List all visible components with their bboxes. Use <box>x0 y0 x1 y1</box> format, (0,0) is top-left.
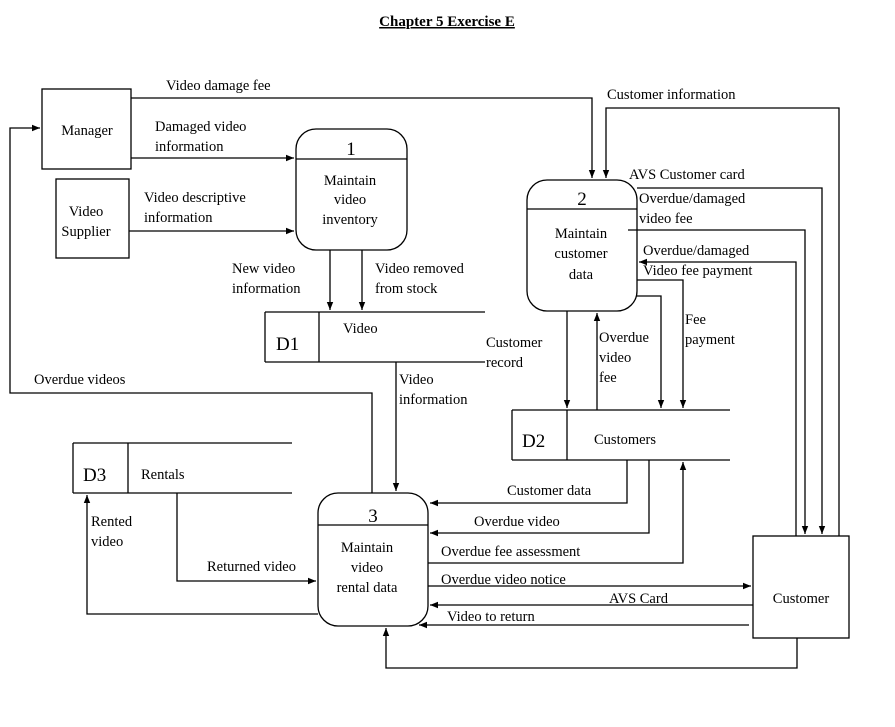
process-1-line-3: inventory <box>322 212 378 228</box>
process-1-line-1: Maintain <box>324 173 377 189</box>
label-overdue-fee-assessment: Overdue fee assessment <box>441 544 580 560</box>
entity-video-supplier-line-2: Supplier <box>61 224 110 240</box>
label-customer-data: Customer data <box>507 483 592 499</box>
label-returned-video: Returned video <box>207 559 296 575</box>
label-fee-payment-customer-2: Video fee payment <box>643 263 752 279</box>
flow-fee-payment-store-line <box>637 279 687 408</box>
label-overdue-videos: Overdue videos <box>34 372 126 388</box>
process-3 <box>317 492 429 627</box>
process-3-number: 3 <box>368 506 378 527</box>
label-fee-payment-customer-1: Overdue/damaged <box>643 243 750 259</box>
label-new-video-2: information <box>232 281 301 297</box>
entity-video-supplier <box>55 178 130 259</box>
flow-customer-return-line <box>382 628 798 669</box>
process-3-line-1: Maintain <box>341 540 394 556</box>
label-video-damage-fee: Video damage fee <box>166 78 271 94</box>
label-video-descriptive-2: information <box>144 210 213 226</box>
flow-customer-data-line <box>430 460 628 507</box>
flow-overdue-damaged-fee-line <box>628 229 809 534</box>
data-store-d3-id: D3 <box>83 465 106 486</box>
process-2 <box>526 179 638 312</box>
process-2-line-1: Maintain <box>555 226 608 242</box>
flow-customer-information-line <box>602 107 840 536</box>
data-store-d1-id: D1 <box>276 334 299 355</box>
label-damaged-video-1: Damaged video <box>155 119 246 135</box>
label-video-to-return: Video to return <box>447 609 535 625</box>
label-video-information-1: Video <box>399 372 434 388</box>
process-1-number: 1 <box>346 139 356 160</box>
label-damaged-video-2: information <box>155 139 224 155</box>
flow-rented-video-line <box>83 495 318 615</box>
data-store-d1 <box>264 311 485 363</box>
label-avs-customer-card: AVS Customer card <box>629 167 745 183</box>
label-rented-video-1: Rented <box>91 514 133 530</box>
label-customer-information: Customer information <box>607 87 736 103</box>
label-overdue-video-fee-2: video <box>599 350 631 366</box>
label-fee-payment-2: payment <box>685 332 735 348</box>
flow-overdue-damaged-store-line <box>637 295 665 408</box>
entity-video-supplier-line-1: Video <box>69 204 104 220</box>
label-rented-video-2: video <box>91 534 123 550</box>
flow-overdue-videos-line <box>9 124 373 493</box>
data-store-d1-name: Video <box>343 321 378 337</box>
label-overdue-damaged-fee-1: Overdue/damaged <box>639 191 746 207</box>
flow-overdue-fee-assessment-line <box>428 462 687 564</box>
label-video-removed-1: Video removed <box>375 261 465 277</box>
data-store-d2-id: D2 <box>522 431 545 452</box>
process-2-number: 2 <box>577 189 587 210</box>
process-3-line-2: video <box>351 560 383 576</box>
process-2-line-2: customer <box>554 246 607 262</box>
label-new-video-1: New video <box>232 261 295 277</box>
process-1-line-2: video <box>334 192 366 208</box>
entity-customer-label: Customer <box>773 591 830 607</box>
flow-video-damage-fee-line <box>131 97 596 178</box>
label-avs-card: AVS Card <box>609 591 669 607</box>
flow-fee-payment-line <box>639 258 797 536</box>
flow-overdue-video-line <box>430 460 650 537</box>
entity-manager <box>41 88 132 170</box>
label-overdue-video-fee-3: fee <box>599 370 617 386</box>
label-overdue-video-fee-1: Overdue <box>599 330 649 346</box>
data-store-d2 <box>511 409 730 461</box>
label-video-removed-2: from stock <box>375 281 438 297</box>
entity-manager-label: Manager <box>61 123 113 139</box>
diagram-title: Chapter 5 Exercise E <box>379 14 515 30</box>
label-fee-payment-1: Fee <box>685 312 706 328</box>
label-overdue-damaged-fee-2: video fee <box>639 211 693 227</box>
data-store-d2-name: Customers <box>594 432 656 448</box>
entity-customer <box>752 535 850 639</box>
process-3-line-3: rental data <box>337 580 398 596</box>
data-store-d3 <box>72 442 292 494</box>
label-overdue-video-notice: Overdue video notice <box>441 572 566 588</box>
label-customer-record-2: record <box>486 355 524 371</box>
label-overdue-video: Overdue video <box>474 514 560 530</box>
process-2-line-3: data <box>569 267 594 283</box>
data-store-d3-name: Rentals <box>141 467 185 483</box>
label-customer-record-1: Customer <box>486 335 543 351</box>
label-video-descriptive-1: Video descriptive <box>144 190 246 206</box>
label-video-information-2: information <box>399 392 468 408</box>
flow-avs-customer-card-line <box>637 187 826 534</box>
flow-returned-video-line <box>176 493 316 585</box>
